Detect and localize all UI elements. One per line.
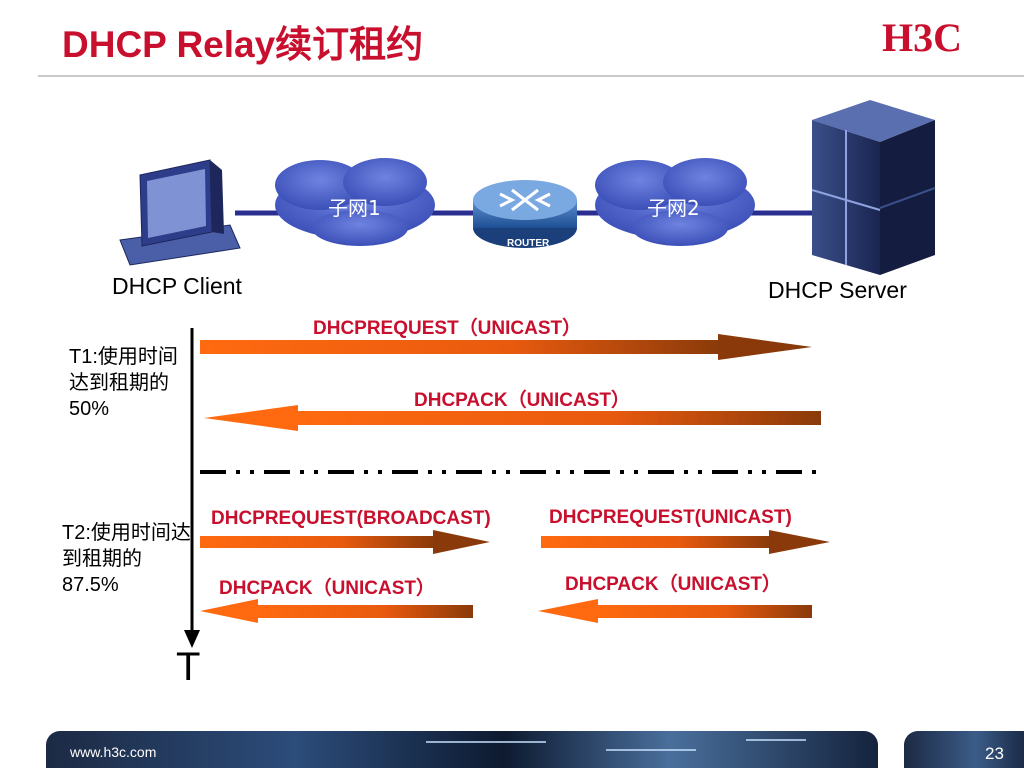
arrow-ack-unicast-2 <box>200 599 473 623</box>
footer-url[interactable]: www.h3c.com <box>70 744 157 760</box>
pc-client-icon <box>119 159 241 266</box>
arrow-request-broadcast <box>200 530 490 554</box>
msg-request-broadcast: DHCPREQUEST(BROADCAST) <box>211 508 491 529</box>
msg-request-unicast-1: DHCPREQUEST（UNICAST） <box>313 318 582 339</box>
time-axis-arrowhead <box>184 630 200 648</box>
arrow-ack-unicast-3 <box>538 599 812 623</box>
footer-banner <box>46 731 878 768</box>
msg-ack-unicast-2: DHCPACK（UNICAST） <box>219 578 436 599</box>
dhcp-client-label: DHCP Client <box>112 273 242 299</box>
router-label: ROUTER <box>507 238 550 249</box>
subnet2-label: 子网2 <box>647 196 700 220</box>
page-number: 23 <box>985 744 1004 763</box>
t1-label: T1:使用时间达到租期的50% <box>69 346 178 420</box>
logo-text: H3C <box>882 18 962 58</box>
router-icon: ROUTER <box>473 180 577 249</box>
title-divider <box>38 75 1024 77</box>
arrow-request-unicast-2 <box>541 530 830 554</box>
time-axis-label: T <box>176 645 201 689</box>
subnet1-label: 子网1 <box>328 196 381 220</box>
dhcp-server-label: DHCP Server <box>768 277 907 303</box>
slide-title: DHCP Relay续订租约 <box>62 24 424 65</box>
server-icon <box>811 100 936 275</box>
arrow-request-unicast-1 <box>200 334 812 360</box>
h3c-logo: H3C <box>882 18 962 58</box>
msg-ack-unicast-3: DHCPACK（UNICAST） <box>565 574 782 595</box>
t2-label: T2:使用时间达到租期的87.5% <box>62 522 191 596</box>
subnet1-cloud-icon <box>275 158 435 246</box>
arrow-ack-unicast-1 <box>204 405 821 431</box>
subnet2-cloud-icon <box>595 158 755 246</box>
msg-request-unicast-2: DHCPREQUEST(UNICAST) <box>549 507 792 528</box>
footer-page-panel <box>904 731 1024 768</box>
msg-ack-unicast-1: DHCPACK（UNICAST） <box>414 390 631 411</box>
